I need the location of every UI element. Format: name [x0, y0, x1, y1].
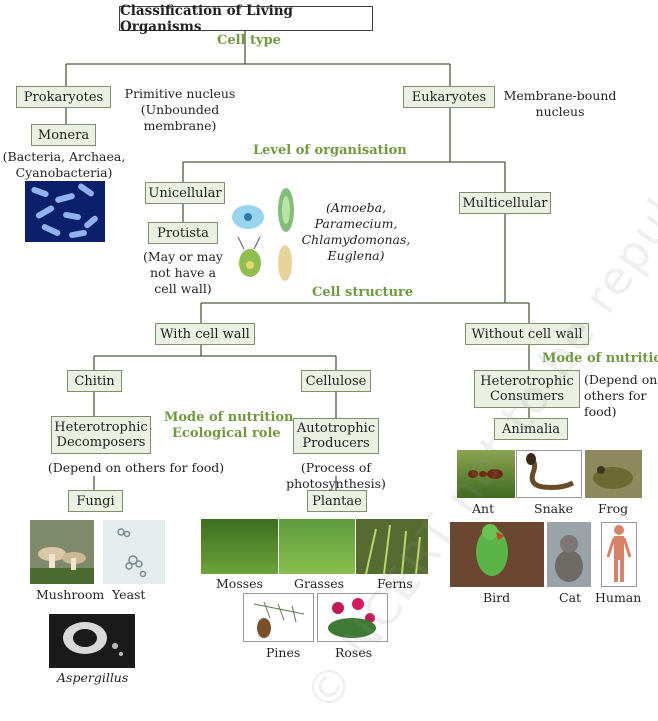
frog-image	[585, 450, 642, 498]
aspergillus-image	[49, 614, 135, 668]
caption-roses: Roses	[335, 645, 373, 660]
ant-image	[457, 450, 515, 498]
node-heterotrophic-consumers: Heterotrophic Consumers	[474, 370, 580, 408]
note-protista-examples: (Amoeba, Paramecium, Chlamydomonas, Eugl…	[301, 200, 411, 263]
note-depend-fungi: (Depend on others for food)	[47, 460, 225, 475]
caption-ant: Ant	[472, 501, 495, 516]
diagram-title: Classification of Living Organisms	[119, 3, 373, 35]
node-eukaryotes: Eukaryotes	[403, 86, 495, 108]
node-monera: Monera	[31, 124, 96, 146]
caption-mushroom: Mushroom	[36, 587, 105, 602]
cat-image	[547, 522, 591, 587]
note-membrane-bound: Membrane-bound nucleus	[503, 88, 617, 119]
snake-image	[516, 450, 582, 498]
connector-lines	[65, 30, 530, 490]
caption-yeast: Yeast	[112, 587, 146, 602]
human-image	[601, 522, 637, 587]
pines-image	[243, 593, 314, 642]
node-cellulose: Cellulose	[301, 370, 371, 392]
caption-pines: Pines	[266, 645, 301, 660]
note-protista-wall: (May or may not have a cell wall)	[142, 249, 223, 296]
heading-cell-type: Cell type	[217, 33, 281, 48]
note-primitive-nucleus: Primitive nucleus (Unbounded membrane)	[124, 86, 236, 133]
heading-level-of-organisation: Level of organisation	[253, 143, 407, 158]
roses-image	[317, 593, 388, 642]
node-autotrophic-producers: Autotrophic Producers	[293, 418, 379, 454]
bacteria-image	[25, 181, 105, 242]
note-photosynthesis: (Process of photosynthesis)	[286, 460, 386, 491]
caption-ferns: Ferns	[377, 576, 413, 591]
node-with-cell-wall: With cell wall	[155, 323, 255, 345]
heading-mode-of-nutrition-mid: Mode of nutrition	[164, 410, 294, 425]
node-unicellular: Unicellular	[145, 182, 225, 204]
node-plantae: Plantae	[307, 490, 367, 512]
ferns-image	[356, 519, 428, 574]
node-protista: Protista	[148, 222, 218, 244]
caption-grasses: Grasses	[294, 576, 345, 591]
caption-mosses: Mosses	[216, 576, 263, 591]
caption-bird: Bird	[483, 590, 511, 605]
protista-image	[230, 185, 300, 288]
node-heterotrophic-decomposers: Heterotrophic Decomposers	[51, 416, 151, 454]
heading-cell-structure: Cell structure	[312, 285, 414, 300]
grasses-image	[279, 519, 355, 574]
heading-mode-of-nutrition-right: Mode of nutrition	[542, 351, 658, 366]
caption-frog: Frog	[598, 501, 629, 516]
node-animalia: Animalia	[494, 418, 568, 440]
node-chitin: Chitin	[67, 370, 122, 392]
mushroom-image	[30, 520, 94, 584]
node-prokaryotes: Prokaryotes	[16, 86, 111, 108]
caption-aspergillus: Aspergillus	[57, 670, 129, 685]
node-fungi: Fungi	[68, 490, 123, 512]
caption-cat: Cat	[559, 590, 582, 605]
heading-ecological-role: Ecological role	[172, 426, 281, 441]
node-multicellular: Multicellular	[459, 192, 551, 214]
caption-snake: Snake	[534, 501, 574, 516]
mosses-image	[201, 519, 278, 574]
bird-image	[450, 522, 544, 587]
yeast-image	[103, 520, 165, 584]
note-depend-animalia: (Depend on others for food)	[584, 372, 658, 419]
note-monera-examples: (Bacteria, Archaea, Cyanobacteria)	[2, 149, 126, 180]
node-without-cell-wall: Without cell wall	[465, 323, 589, 345]
caption-human: Human	[595, 590, 642, 605]
